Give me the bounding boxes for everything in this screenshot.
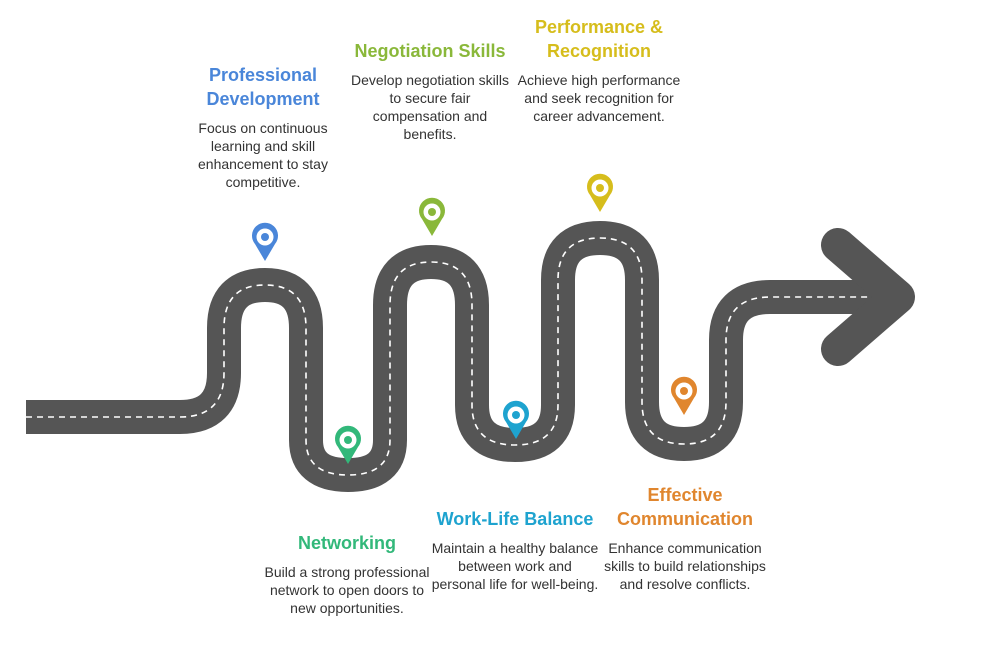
milestone-performance-recognition: Performance & Recognition Achieve high p… [509, 15, 689, 125]
map-pin-icon [671, 376, 697, 415]
milestone-description: Enhance communication skills to build re… [604, 540, 766, 592]
milestone-title: Professional Development [206, 65, 320, 109]
map-pin-icon [252, 222, 278, 261]
map-pin-icon [419, 197, 445, 236]
milestone-professional-development: Professional Development Focus on contin… [178, 63, 348, 191]
map-pin-icon [587, 173, 613, 212]
milestone-title: Effective Communication [616, 485, 753, 529]
map-pin-icon [503, 400, 529, 439]
milestone-description: Develop negotiation skills to secure fai… [351, 72, 509, 142]
milestone-title: Work-Life Balance [436, 509, 594, 529]
milestone-work-life-balance: Work-Life Balance Maintain a healthy bal… [430, 507, 600, 593]
milestone-title: Performance & Recognition [534, 17, 664, 61]
milestone-description: Focus on continuous learning and skill e… [198, 120, 328, 190]
milestone-networking: Networking Build a strong professional n… [262, 531, 432, 617]
milestone-negotiation-skills: Negotiation Skills Develop negotiation s… [345, 39, 515, 143]
milestone-description: Build a strong professional network to o… [264, 564, 430, 616]
map-pin-icon [335, 425, 361, 464]
milestone-title: Negotiation Skills [354, 41, 506, 61]
milestone-description: Maintain a healthy balance between work … [431, 540, 599, 592]
road-surface [26, 221, 880, 492]
road-center-dashes [26, 237, 872, 476]
milestone-effective-communication: Effective Communication Enhance communic… [596, 483, 774, 593]
arrow-head [821, 228, 915, 366]
milestone-description: Achieve high performance and seek recogn… [517, 72, 681, 124]
milestone-title: Networking [297, 533, 396, 553]
